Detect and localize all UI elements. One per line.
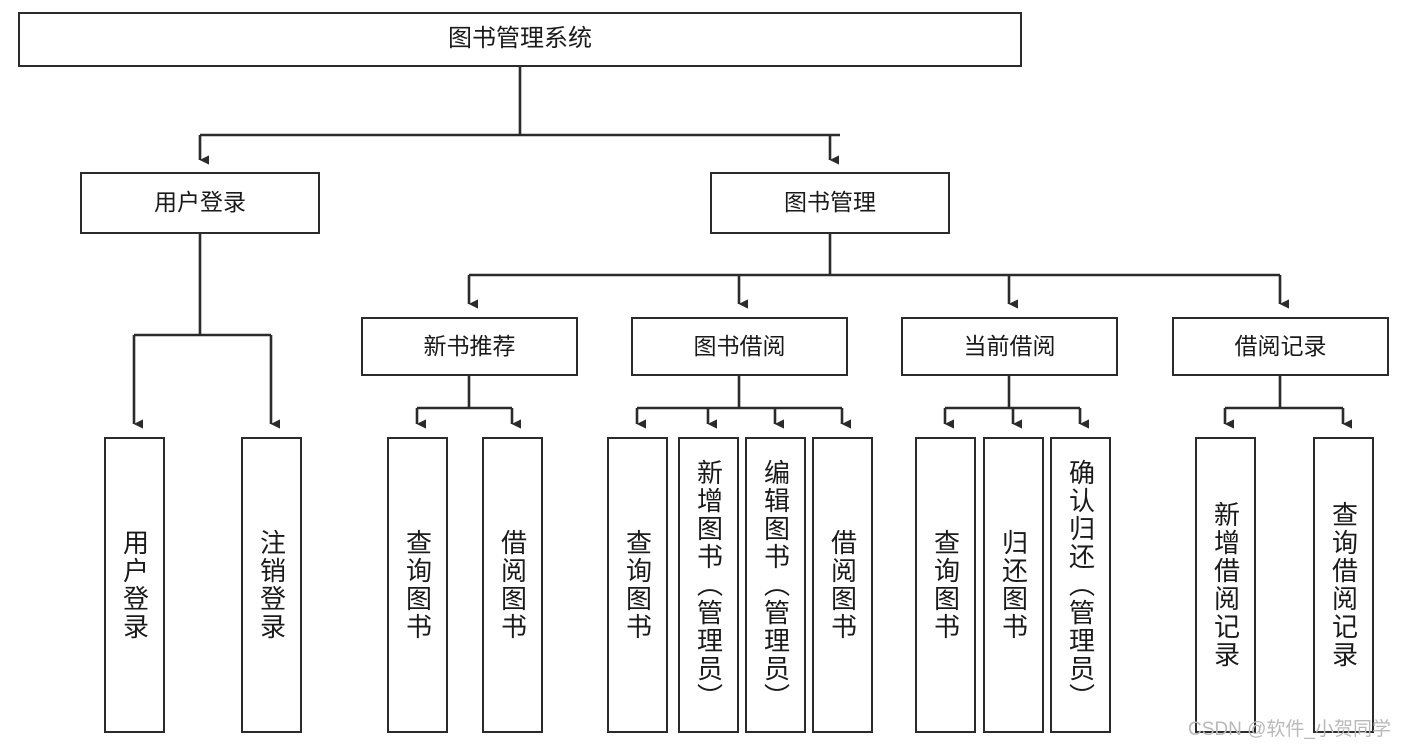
node-leaf-add-record[interactable]: 新增借阅记录 (1195, 437, 1256, 733)
node-label: 借阅记录 (1234, 332, 1327, 359)
node-leaf-query-book-1[interactable]: 查询图书 (387, 437, 448, 733)
node-leaf-query-book-2[interactable]: 查询图书 (607, 437, 668, 733)
node-label: 用户登录 (154, 189, 246, 216)
node-label: 新增图书（管理员） (693, 459, 724, 711)
node-label: 查询图书 (622, 529, 653, 641)
node-label: 图书借阅 (693, 332, 786, 359)
node-leaf-borrow-book-2[interactable]: 借阅图书 (812, 437, 873, 733)
node-borrow-record[interactable]: 借阅记录 (1172, 317, 1389, 376)
node-leaf-confirm-return[interactable]: 确认归还（管理员） (1050, 437, 1111, 733)
node-leaf-logout-login[interactable]: 注销登录 (241, 437, 302, 733)
node-leaf-user-login[interactable]: 用户登录 (104, 437, 165, 733)
node-book-management-system[interactable]: 图书管理系统 (18, 12, 1022, 67)
node-leaf-edit-book[interactable]: 编辑图书（管理员） (745, 437, 806, 733)
node-label: 查询图书 (930, 529, 961, 641)
node-leaf-return-book[interactable]: 归还图书 (983, 437, 1044, 733)
node-book-management[interactable]: 图书管理 (710, 172, 950, 234)
node-leaf-query-book-3[interactable]: 查询图书 (915, 437, 976, 733)
node-label: 当前借阅 (963, 332, 1056, 359)
node-book-borrow[interactable]: 图书借阅 (631, 317, 848, 376)
node-label: 借阅图书 (827, 529, 858, 641)
node-label: 注销登录 (256, 529, 287, 641)
node-label: 查询借阅记录 (1328, 501, 1359, 669)
node-label: 图书管理系统 (448, 25, 592, 53)
node-leaf-query-record[interactable]: 查询借阅记录 (1313, 437, 1374, 733)
node-user-login[interactable]: 用户登录 (80, 172, 320, 234)
node-label: 图书管理 (784, 189, 876, 216)
node-label: 新增借阅记录 (1210, 501, 1241, 669)
node-label: 查询图书 (402, 529, 433, 641)
node-leaf-add-book[interactable]: 新增图书（管理员） (678, 437, 739, 733)
node-label: 用户登录 (119, 529, 150, 641)
node-label: 新书推荐 (423, 332, 516, 359)
node-leaf-borrow-book-1[interactable]: 借阅图书 (482, 437, 543, 733)
node-current-borrow[interactable]: 当前借阅 (901, 317, 1118, 376)
node-label: 编辑图书（管理员） (760, 459, 791, 711)
node-label: 归还图书 (998, 529, 1029, 641)
node-label: 确认归还（管理员） (1065, 459, 1096, 711)
node-label: 借阅图书 (497, 529, 528, 641)
watermark: CSDN @软件_小贺同学 (1188, 719, 1391, 740)
node-new-book-recommend[interactable]: 新书推荐 (361, 317, 578, 376)
